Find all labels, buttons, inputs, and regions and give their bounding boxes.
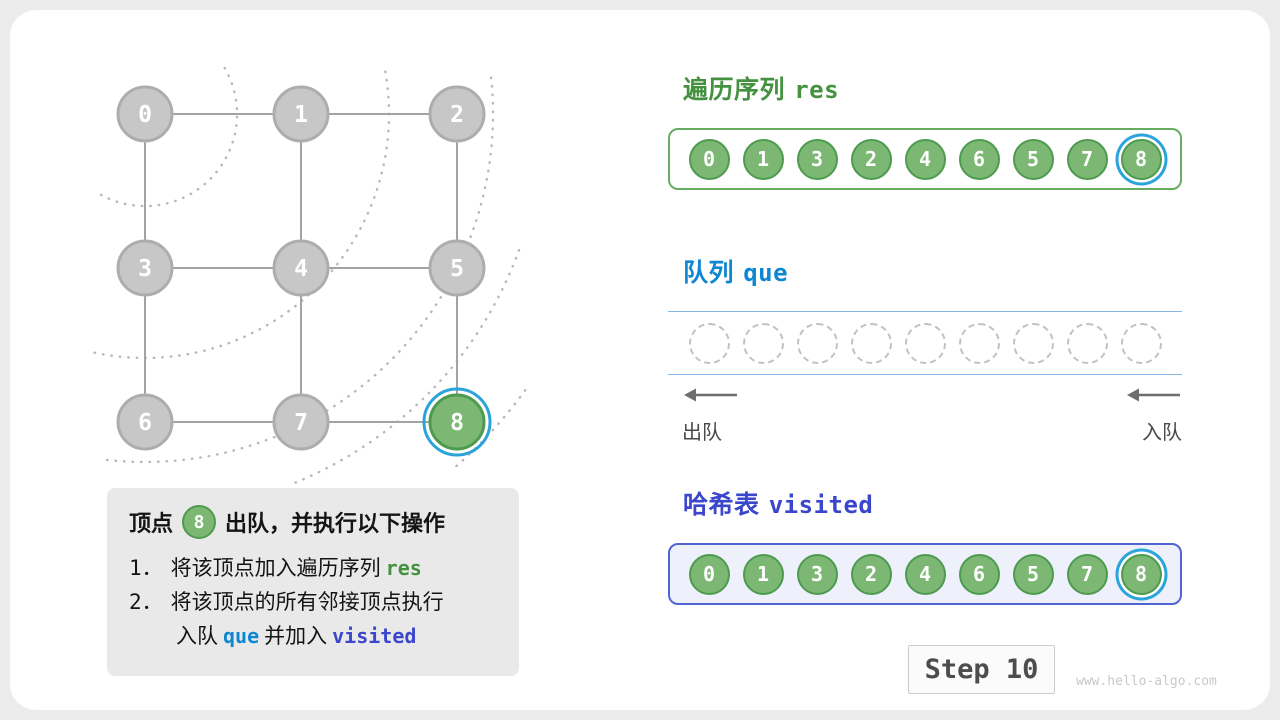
queue-slot <box>688 322 730 364</box>
queue-slot <box>1066 322 1108 364</box>
sequence-node: 1 <box>742 138 784 180</box>
graph-vertex-8: 8 <box>422 387 492 457</box>
sequence-node: 8 <box>1120 138 1162 180</box>
sequence-node: 7 <box>1066 553 1108 595</box>
graph-vertex-0: 0 <box>116 85 174 143</box>
sequence-node: 4 <box>904 553 946 595</box>
svg-text:4: 4 <box>294 256 308 282</box>
queue-slot <box>1120 322 1162 364</box>
queue-slot <box>796 322 838 364</box>
sequence-node: 2 <box>850 553 892 595</box>
graph-vertex-1: 1 <box>272 85 330 143</box>
bfs-arc <box>97 66 239 208</box>
queue-slot <box>1012 322 1054 364</box>
note-heading-prefix: 顶点 <box>129 512 174 537</box>
dequeue-arrow-icon <box>684 388 737 402</box>
sequence-node: 0 <box>688 553 730 595</box>
svg-text:8: 8 <box>450 410 464 436</box>
res-title-zh: 遍历序列 <box>683 75 786 104</box>
graph-vertex-6: 6 <box>116 393 174 451</box>
enqueue-label: 入队 <box>1142 420 1182 444</box>
svg-text:0: 0 <box>138 102 152 128</box>
watermark: www.hello-algo.com <box>1076 674 1217 689</box>
queue-title-code: que <box>743 259 789 287</box>
queue-title-zh: 队列 <box>683 258 735 287</box>
sequence-node: 6 <box>958 138 1000 180</box>
svg-text:3: 3 <box>138 256 152 282</box>
queue-slot <box>904 322 946 364</box>
graph-vertex-3: 3 <box>116 239 174 297</box>
visited-title: 哈希表 visited <box>683 485 873 521</box>
bfs-arc <box>101 76 495 464</box>
sequence-node: 2 <box>850 138 892 180</box>
visited-title-zh: 哈希表 <box>683 490 760 519</box>
current-vertex-ring <box>422 387 492 457</box>
sequence-node: 8 <box>1120 553 1162 595</box>
note-vertex-badge: 8 <box>182 505 217 539</box>
queue-band <box>668 311 1182 375</box>
graph-vertices: 0 1 2 3 4 5 6 7 8 <box>116 85 492 457</box>
svg-text:5: 5 <box>450 256 464 282</box>
bfs-arc <box>292 248 521 485</box>
note-line-2: 2．将该顶点的所有邻接顶点执行 <box>129 590 444 614</box>
svg-text:1: 1 <box>294 102 308 128</box>
note-heading: 顶点 8 出队，并执行以下操作 <box>129 505 497 539</box>
sequence-node: 7 <box>1066 138 1108 180</box>
sequence-node: 4 <box>904 138 946 180</box>
sequence-node: 0 <box>688 138 730 180</box>
sequence-node: 5 <box>1012 553 1054 595</box>
queue-slot <box>958 322 1000 364</box>
bfs-arc <box>88 70 391 360</box>
queue-slot <box>850 322 892 364</box>
note-heading-suffix: 出队，并执行以下操作 <box>225 512 446 537</box>
sequence-node: 3 <box>796 553 838 595</box>
queue-slot <box>742 322 784 364</box>
sequence-node: 6 <box>958 553 1000 595</box>
graph-vertex-7: 7 <box>272 393 330 451</box>
visited-title-code: visited <box>768 491 874 519</box>
enqueue-arrow-icon <box>1127 388 1180 402</box>
sequence-node: 1 <box>742 553 784 595</box>
svg-text:2: 2 <box>450 102 464 128</box>
res-title-code: res <box>794 76 840 104</box>
svg-text:7: 7 <box>294 410 308 436</box>
step-indicator: Step 10 <box>908 645 1055 694</box>
graph-vertex-5: 5 <box>428 239 486 297</box>
dequeue-label: 出队 <box>682 420 722 444</box>
graph: 0 1 2 3 4 5 6 7 8 <box>88 66 527 485</box>
graph-vertex-2: 2 <box>428 85 486 143</box>
queue-title: 队列 que <box>683 253 788 289</box>
graph-vertex-4: 4 <box>272 239 330 297</box>
sequence-node: 5 <box>1012 138 1054 180</box>
bfs-level-arcs <box>88 66 527 485</box>
svg-text:6: 6 <box>138 410 152 436</box>
sequence-node: 3 <box>796 138 838 180</box>
res-title: 遍历序列 res <box>683 70 839 106</box>
